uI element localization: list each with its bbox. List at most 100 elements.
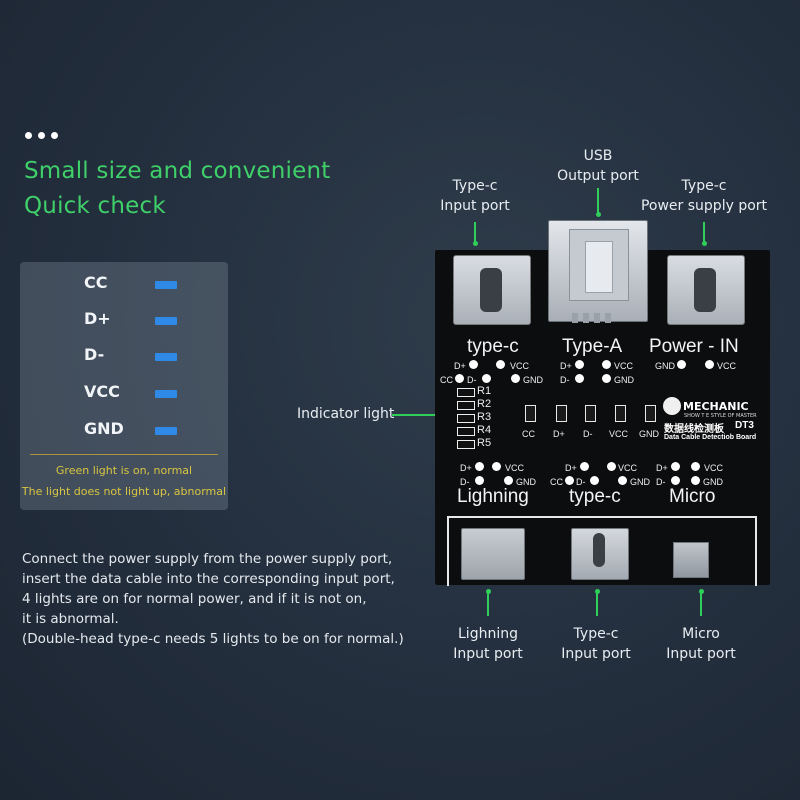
pin-label-vcc: VCC: [614, 361, 634, 371]
pin-dot: [482, 374, 491, 383]
pin-label-dminus: D-: [656, 477, 666, 487]
resistor-r4: [457, 427, 475, 436]
instructions-text: Connect the power supply from the power …: [22, 551, 404, 647]
pin-dot: [677, 360, 686, 369]
pin-dot: [705, 360, 714, 369]
port-slot: [480, 268, 502, 312]
pin-dot: [602, 374, 611, 383]
brand-tagline: SHOW T E STYLE OF MASTER: [684, 413, 757, 419]
typec-power-port[interactable]: [667, 255, 745, 325]
pin-dot: [575, 360, 584, 369]
pin-dot: [475, 476, 484, 485]
pin-label-vcc: VCC: [510, 361, 530, 371]
pin-label-dplus: D+: [454, 361, 466, 371]
board-label-typea: Type-A: [562, 336, 623, 357]
pin-label-dplus: D+: [460, 463, 472, 473]
pin-label-vcc: VCC: [717, 361, 737, 371]
lightning-input-port[interactable]: [461, 528, 525, 580]
typec-bottom-callout: Type-c Input port: [561, 626, 631, 662]
resistor-r3: [457, 414, 475, 423]
legend-divider: [30, 454, 218, 455]
resistor-r1: [457, 388, 475, 397]
pin-dot: [504, 476, 513, 485]
legend-label: VCC: [84, 382, 120, 401]
callout-line: [474, 222, 476, 244]
pin-label-gnd: GND: [516, 477, 536, 487]
resistor-label: R4: [477, 424, 492, 436]
legend-label: CC: [84, 273, 108, 292]
led-bar-icon: [155, 427, 177, 435]
lightning-input-callout: Lighning Input port: [453, 626, 523, 662]
board-label-power-in: Power - IN: [649, 336, 739, 357]
led-label: CC: [522, 429, 535, 439]
pin-label-dminus: D-: [460, 477, 470, 487]
led-bar-icon: [155, 390, 177, 398]
led-bar-icon: [155, 353, 177, 361]
micro-input-port[interactable]: [673, 542, 709, 578]
callout-dot: [698, 589, 704, 594]
pin-label-gnd: GND: [655, 361, 675, 371]
board-label-typec: type-c: [467, 336, 519, 357]
legend-item-gnd: GND: [20, 419, 228, 443]
usb-output-callout: USB Output port: [557, 148, 639, 184]
callout-line: [596, 592, 598, 616]
pin-label-dplus: D+: [656, 463, 668, 473]
pin-label-vcc: VCC: [618, 463, 638, 473]
typec-power-callout: Type-c Power supply port: [640, 178, 768, 214]
pin-dot: [590, 476, 599, 485]
legend-item-dminus: D-: [20, 345, 228, 369]
pin-label-dplus: D+: [560, 361, 572, 371]
usb-a-output-port[interactable]: [548, 220, 648, 322]
resistor-r5: [457, 440, 475, 449]
led-label: D-: [583, 429, 593, 439]
led-label: GND: [639, 429, 659, 439]
legend-item-dplus: D+: [20, 309, 228, 333]
pin-label-cc: CC: [440, 375, 453, 385]
board-subtitle: Data Cable Detectiob Board: [664, 434, 757, 441]
pin-dot: [607, 462, 616, 471]
callout-dot: [595, 212, 601, 217]
pin-label-vcc: VCC: [505, 463, 525, 473]
typec-input-callout: Type-c Input port: [440, 178, 510, 214]
port-tongue: [585, 241, 613, 293]
pin-dot: [618, 476, 627, 485]
led-dplus: [556, 405, 567, 422]
pin-dot: [469, 360, 478, 369]
indicator-light-callout: Indicator light: [297, 406, 395, 422]
legend-label: GND: [84, 419, 124, 438]
legend-note-abnormal: The light does not light up, abnormal: [21, 485, 227, 498]
pin-label-cc: CC: [550, 477, 563, 487]
typec-bottom-input-port[interactable]: [571, 528, 629, 580]
typec-input-port[interactable]: [453, 255, 531, 325]
led-cc: [525, 405, 536, 422]
port-slot: [593, 533, 605, 567]
callout-line: [487, 592, 489, 616]
legend-label: D-: [84, 345, 105, 364]
resistor-label: R3: [477, 411, 492, 423]
led-label: D+: [553, 429, 565, 439]
pin-dot: [496, 360, 505, 369]
led-bar-icon: [155, 317, 177, 325]
resistor-label: R2: [477, 398, 492, 410]
usb-pins: [572, 313, 622, 323]
callout-line: [597, 188, 599, 216]
legend-note-normal: Green light is on, normal: [55, 464, 193, 477]
board-model: DT3: [735, 420, 754, 431]
pin-label-dplus: D+: [565, 463, 577, 473]
detection-board: type-c Type-A Power - IN D+ VCC CC D- GN…: [435, 220, 770, 586]
led-gnd: [645, 405, 656, 422]
port-slot: [694, 268, 716, 312]
pin-label-gnd: GND: [614, 375, 634, 385]
dots-decoration: [25, 132, 58, 139]
pin-label-vcc: VCC: [704, 463, 724, 473]
board-label-typec-bottom: type-c: [569, 486, 621, 507]
pin-dot: [455, 374, 464, 383]
callout-line: [700, 592, 702, 616]
resistor-label: R1: [477, 385, 492, 397]
bottom-port-frame: [447, 516, 757, 586]
pin-label-gnd: GND: [703, 477, 723, 487]
callout-dot: [472, 241, 478, 246]
board-cn-title: 数据线检测板: [664, 424, 724, 435]
led-bar-icon: [155, 281, 177, 289]
legend-item-cc: CC: [20, 273, 228, 297]
